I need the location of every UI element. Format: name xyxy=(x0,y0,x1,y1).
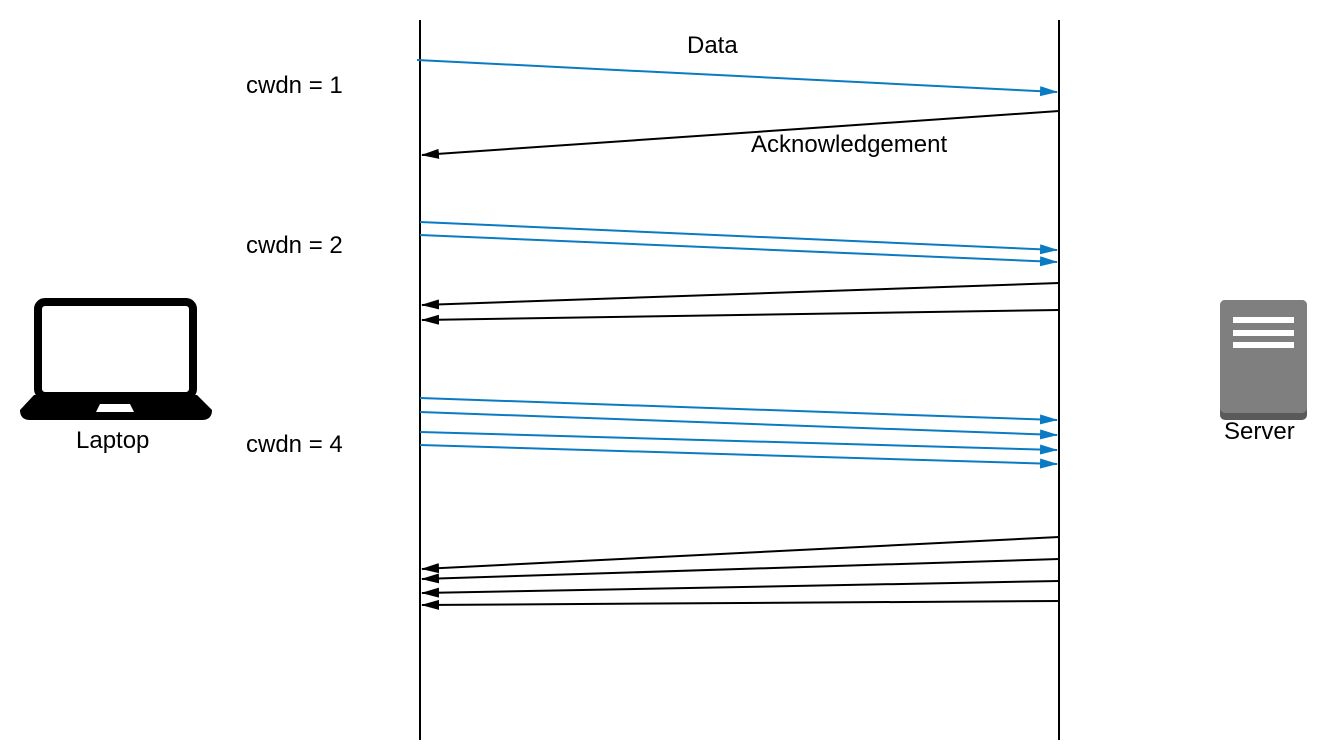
ack-arrow xyxy=(421,558,1060,584)
data-segment-arrow xyxy=(419,411,1058,440)
ack-arrow xyxy=(421,580,1060,598)
round-cwnd-4 xyxy=(419,397,1060,610)
ack-arrow xyxy=(421,599,1060,610)
data-segment-arrow xyxy=(419,444,1058,469)
cwnd-4-label: cwdn = 4 xyxy=(246,431,343,458)
server-icon xyxy=(1220,300,1307,420)
server-label: Server xyxy=(1224,418,1295,445)
ack-arrow xyxy=(421,309,1060,325)
round-cwnd-2 xyxy=(419,221,1060,325)
data-segment-arrow xyxy=(419,397,1058,425)
ack-arrow xyxy=(421,536,1060,574)
data-label: Data xyxy=(687,32,738,59)
laptop-label: Laptop xyxy=(76,427,150,454)
acknowledgement-label: Acknowledgement xyxy=(751,131,948,158)
round-cwnd-1 xyxy=(416,59,1060,159)
cwnd-2-label: cwdn = 2 xyxy=(246,232,343,259)
laptop-icon xyxy=(20,298,212,420)
ack-arrow xyxy=(421,282,1060,310)
data-segment-arrow xyxy=(419,234,1058,267)
data-segment-arrow xyxy=(419,221,1058,255)
data-segment-arrow xyxy=(419,431,1058,455)
cwnd-1-label: cwdn = 1 xyxy=(246,72,343,99)
data-segment-arrow xyxy=(416,59,1058,97)
ack-arrow xyxy=(421,110,1060,159)
